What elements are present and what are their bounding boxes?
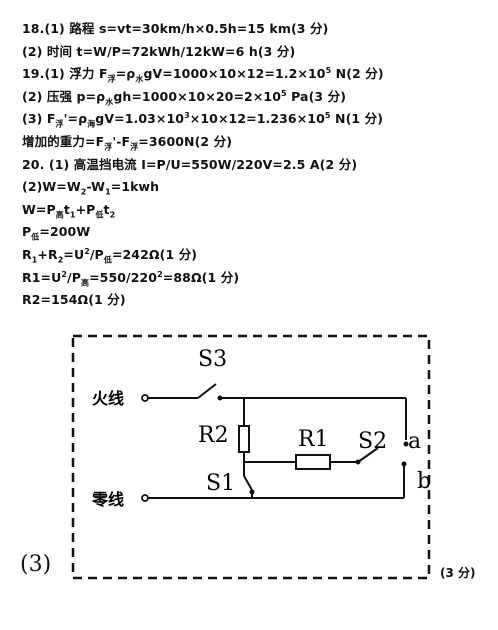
live-terminal <box>141 394 149 402</box>
part3-label: (3) <box>20 552 52 577</box>
answer-line-20-2e: R1=U2/P高=550/2202=88Ω(1 分) <box>22 269 240 288</box>
r2-label: R2 <box>198 423 229 448</box>
s2-blade <box>357 447 379 463</box>
r1-resistor <box>295 454 331 470</box>
answer-line-20-2b: W=P高t1+P低t2 <box>22 201 116 220</box>
s1-label: S1 <box>206 471 235 496</box>
dashed-box <box>71 334 431 580</box>
a-label: a <box>408 429 421 454</box>
s2-label: S2 <box>358 429 387 454</box>
terminal-a <box>403 441 409 447</box>
answer-line-20-2a: (2)W=W2-W1=1kwh <box>22 179 160 197</box>
answer-line-18-1: 18.(1) 路程 s=vt=30km/h×0.5h=15 km(3 分) <box>22 21 329 36</box>
answer-line-19-2: (2) 压强 p=ρ水gh=1000×10×20=2×105 Pa(3 分) <box>22 88 347 107</box>
answer-line-19-gravity: 增加的重力=F浮'-F浮=3600N(2 分) <box>22 133 233 152</box>
answer-line-19-1: 19.(1) 浮力 F浮=ρ水gV=1000×10×12=1.2×105 N(2… <box>22 66 384 84</box>
s1-blade <box>243 475 253 491</box>
neutral-terminal <box>141 494 149 502</box>
r1-label: R1 <box>298 427 329 452</box>
answer-line-20-2f: R2=154Ω(1 分) <box>22 292 126 308</box>
answer-line-19-3: (3) F浮'=ρ海gV=1.03×103×10×12=1.236×105 N(… <box>22 111 384 129</box>
answer-line-20-1: 20. (1) 高温挡电流 I=P/U=550W/220V=2.5 A(2 分) <box>22 156 358 172</box>
answer-line-20-2c: P低=200W <box>22 224 91 242</box>
s3-blade <box>197 383 217 399</box>
answer-text-block: 18.(1) 路程 s=vt=30km/h×0.5h=15 km(3 分) (2… <box>22 18 492 312</box>
answer-line-20-2d: R1+R2=U2/P低=242Ω(1 分) <box>22 246 198 265</box>
r2-resistor <box>238 425 250 453</box>
b-label: b <box>417 469 431 494</box>
s3-label: S3 <box>198 347 227 372</box>
answer-line-18-2: (2) 时间 t=W/P=72kWh/12kW=6 h(3 分) <box>22 43 296 59</box>
score-label: (3 分) <box>440 566 476 580</box>
neutral-label: 零线 <box>91 490 124 509</box>
live-label: 火线 <box>92 389 124 408</box>
